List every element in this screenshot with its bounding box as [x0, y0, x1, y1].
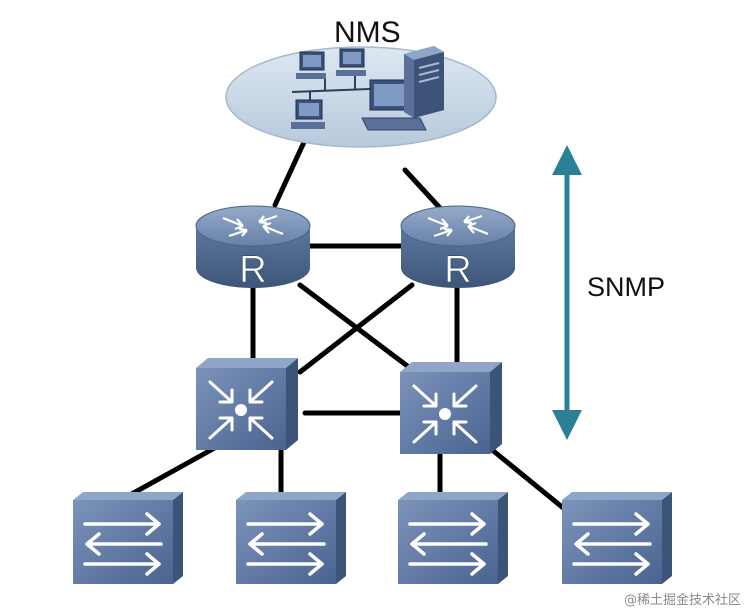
core-switch-left[interactable] [196, 358, 298, 450]
access-switch-3[interactable] [398, 492, 508, 584]
nms-label: NMS [334, 16, 401, 49]
multilayer-switch-icon [400, 362, 502, 454]
router-letter: R [239, 249, 266, 291]
router-left[interactable]: R [195, 205, 311, 291]
access-switch-1[interactable] [73, 492, 183, 584]
snmp-label: SNMP [587, 272, 666, 302]
router-right[interactable]: R [400, 205, 516, 291]
desktop-computer-icon [336, 48, 366, 76]
layer2-switch-icon [236, 492, 346, 584]
router-icon [195, 205, 311, 288]
link-nms-router-right [402, 167, 443, 211]
nms-group [225, 46, 497, 148]
link-nms-router-left [272, 137, 308, 208]
access-switch-2[interactable] [236, 492, 346, 584]
multilayer-switch-icon [196, 358, 298, 450]
layer2-switch-icon [398, 492, 508, 584]
desktop-computer-icon [291, 99, 325, 129]
layer2-switch-icon [73, 492, 183, 584]
router-letter: R [444, 249, 471, 291]
access-switch-4[interactable] [562, 492, 672, 584]
link-router-right-core-left [297, 282, 415, 375]
watermark: @稀土掘金技术社区 [623, 593, 741, 608]
router-icon [400, 205, 516, 288]
server-tower-icon [404, 46, 444, 118]
core-switch-right[interactable] [400, 362, 502, 454]
desktop-computer-icon [296, 51, 326, 79]
link-core-right-access-4 [477, 437, 581, 523]
links [109, 137, 581, 523]
layer2-switch-icon [562, 492, 672, 584]
